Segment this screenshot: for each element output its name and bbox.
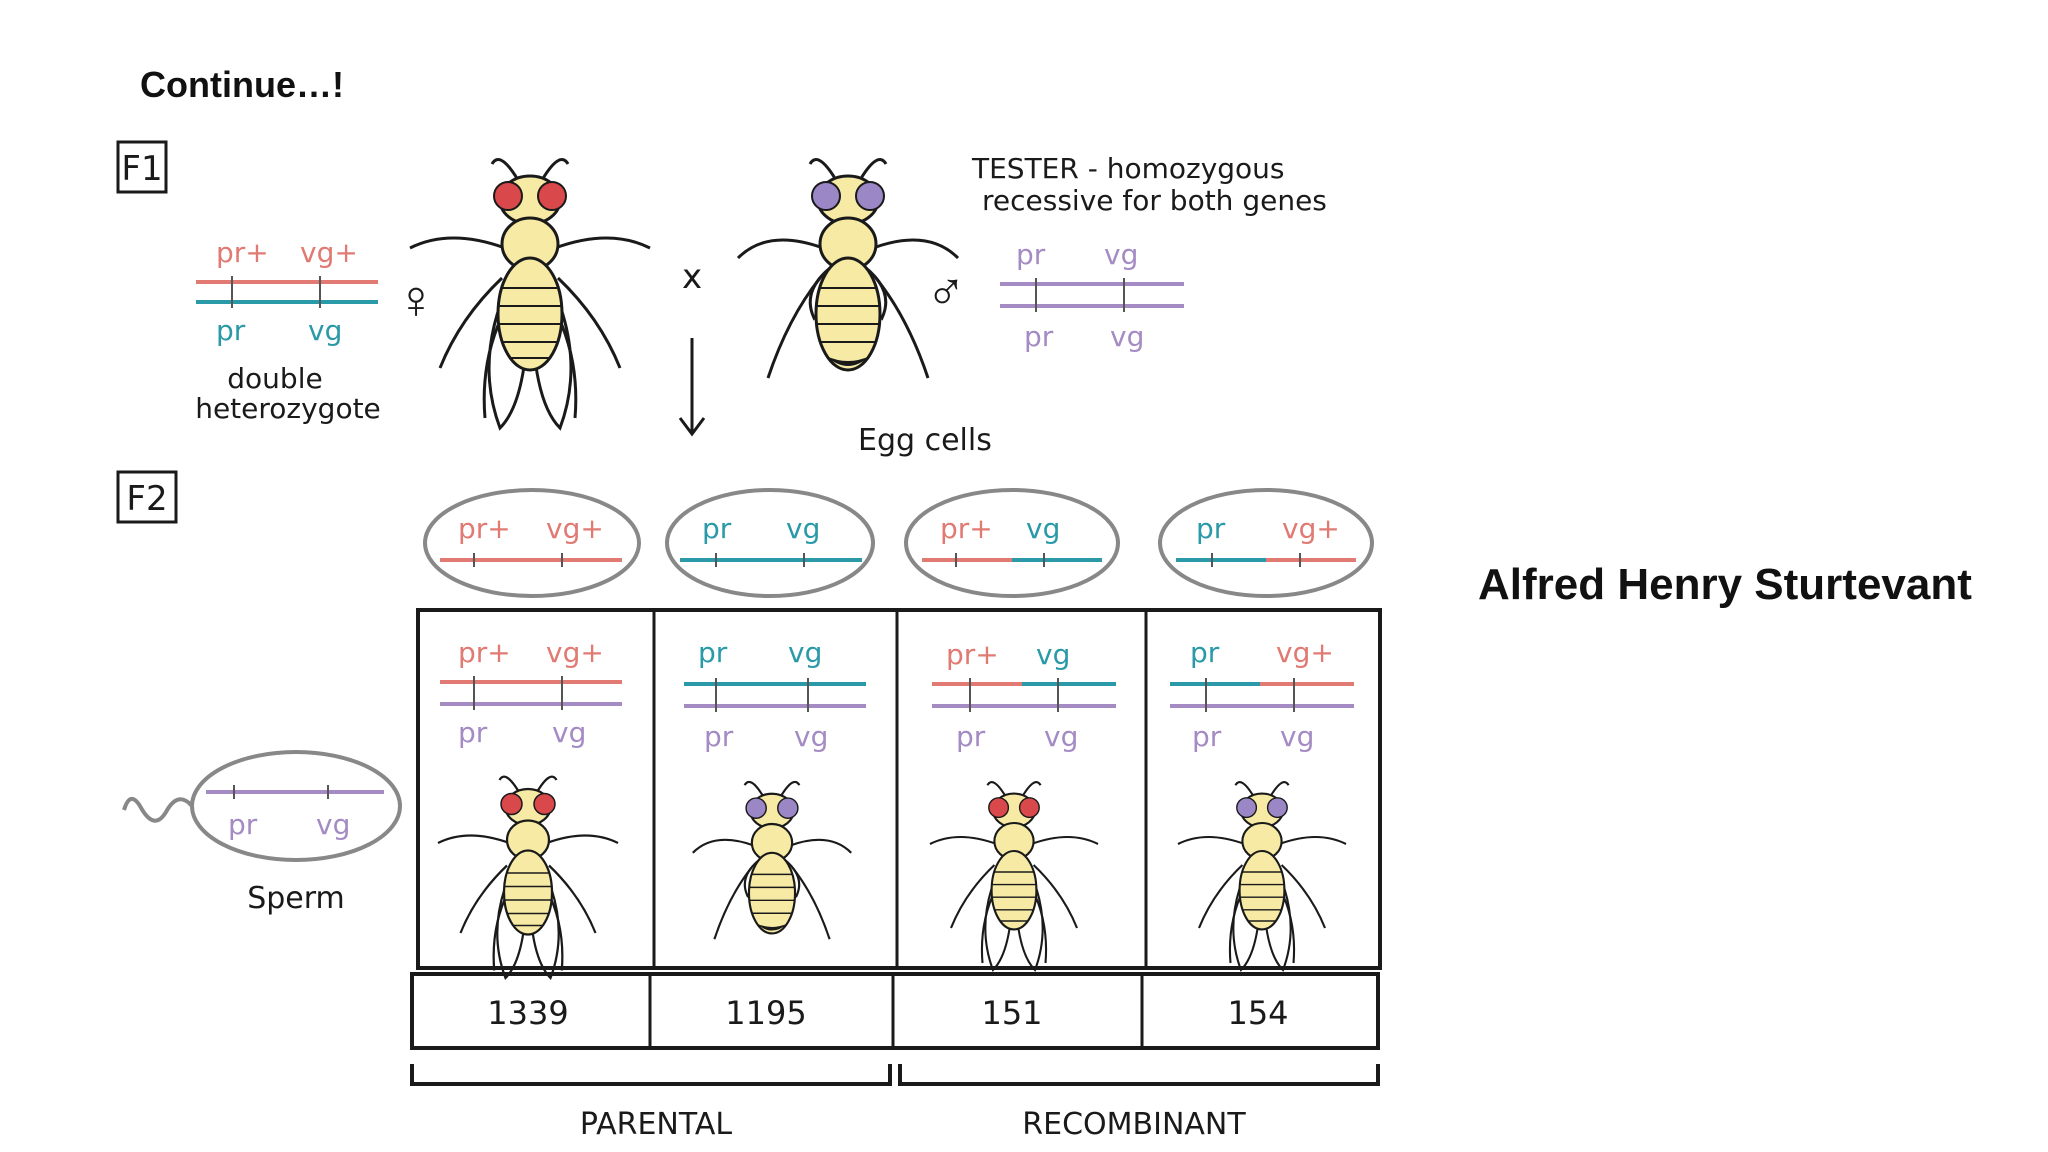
egg-cells-label: Egg cells [858, 423, 992, 458]
cell-1-fly [436, 775, 620, 980]
cell-3-top-right-allele: vg [1036, 638, 1070, 671]
cell-4-fly [1176, 781, 1348, 972]
count-cell-1: 1339 [487, 994, 568, 1032]
sperm-cell: pr vg [122, 750, 402, 862]
male-symbol: ♂ [926, 262, 967, 322]
cross-symbol: x [682, 257, 702, 297]
male-top-allele-1: pr [1016, 238, 1046, 271]
female-symbol: ♀ [396, 270, 437, 330]
offspring-cell-3: pr+ vg pr vg [928, 638, 1116, 972]
sperm-allele-1: pr [228, 808, 258, 841]
egg-3-left-allele: pr+ [940, 512, 993, 545]
female-caption-line2: heterozygote [195, 392, 381, 425]
cell-3-fly [928, 781, 1100, 972]
offspring-cell-2: pr vg pr vg [684, 636, 866, 941]
female-fly [408, 158, 652, 430]
offspring-cell-1: pr+ vg+ pr vg [436, 636, 622, 980]
cell-1-bottom-right-allele: vg [552, 716, 586, 749]
count-cell-4: 154 [1227, 994, 1288, 1032]
cell-1-top-left-allele: pr+ [458, 636, 511, 669]
egg-cell-4: pr vg+ [1158, 488, 1374, 598]
male-bottom-allele-1: pr [1024, 320, 1054, 353]
tester-caption-line1: TESTER - homozygous [971, 152, 1285, 185]
egg-3-right-allele: vg [1026, 512, 1060, 545]
male-top-allele-2: vg [1104, 238, 1138, 271]
sperm-label: Sperm [247, 881, 345, 916]
male-chromosomes: pr vg pr vg [1000, 238, 1184, 353]
female-top-allele-2: vg+ [300, 236, 358, 269]
cell-2-bottom-left-allele: pr [704, 720, 734, 753]
cell-4-bottom-left-allele: pr [1192, 720, 1222, 753]
egg-2-right-allele: vg [786, 512, 820, 545]
offspring-grid [416, 608, 1382, 970]
counts-table: 1339 1195 151 154 [410, 972, 1380, 1050]
male-bottom-allele-2: vg [1110, 320, 1144, 353]
scientist-name: Alfred Henry Sturtevant [1478, 560, 1972, 609]
parental-label: PARENTAL [580, 1107, 732, 1142]
egg-4-left-allele: pr [1196, 512, 1226, 545]
egg-4-right-allele: vg+ [1282, 512, 1340, 545]
cell-1-bottom-left-allele: pr [458, 716, 488, 749]
f2-label-text: F2 [126, 479, 167, 519]
cell-3-top-left-allele: pr+ [946, 638, 999, 671]
cell-2-bottom-right-allele: vg [794, 720, 828, 753]
count-cell-3: 151 [981, 994, 1042, 1032]
egg-cell-2: pr vg [665, 488, 875, 598]
female-chromosomes: pr+ vg+ pr vg double heterozygote [195, 236, 381, 425]
tester-caption-line2: recessive for both genes [982, 184, 1327, 217]
slide-heading: Continue…! [140, 64, 344, 105]
cell-1-top-right-allele: vg+ [546, 636, 604, 669]
recombinant-bracket: RECOMBINANT [898, 1064, 1380, 1142]
cell-4-top-left-allele: pr [1190, 636, 1220, 669]
cell-2-top-right-allele: vg [788, 636, 822, 669]
cross-arrow [678, 338, 706, 437]
recombinant-label: RECOMBINANT [1022, 1107, 1246, 1142]
female-caption-line1: double [227, 362, 322, 395]
count-cell-2: 1195 [725, 994, 806, 1032]
f1-label: F1 [116, 140, 168, 194]
f2-label: F2 [116, 470, 178, 524]
egg-1-left-allele: pr+ [458, 512, 511, 545]
sperm-allele-2: vg [316, 808, 350, 841]
cell-3-bottom-right-allele: vg [1044, 720, 1078, 753]
parental-bracket: PARENTAL [410, 1064, 892, 1142]
egg-1-right-allele: vg+ [546, 512, 604, 545]
female-top-allele-1: pr+ [216, 236, 269, 269]
female-bottom-allele-2: vg [308, 314, 342, 347]
cell-3-bottom-left-allele: pr [956, 720, 986, 753]
cell-2-top-left-allele: pr [698, 636, 728, 669]
egg-cell-1: pr+ vg+ [423, 488, 641, 598]
egg-2-left-allele: pr [702, 512, 732, 545]
cell-2-fly [691, 780, 853, 941]
cell-4-top-right-allele: vg+ [1276, 636, 1334, 669]
female-bottom-allele-1: pr [216, 314, 246, 347]
offspring-cell-4: pr vg+ pr vg [1170, 636, 1354, 972]
f1-label-text: F1 [121, 149, 162, 189]
cell-4-bottom-right-allele: vg [1280, 720, 1314, 753]
egg-cell-3: pr+ vg [904, 488, 1120, 598]
